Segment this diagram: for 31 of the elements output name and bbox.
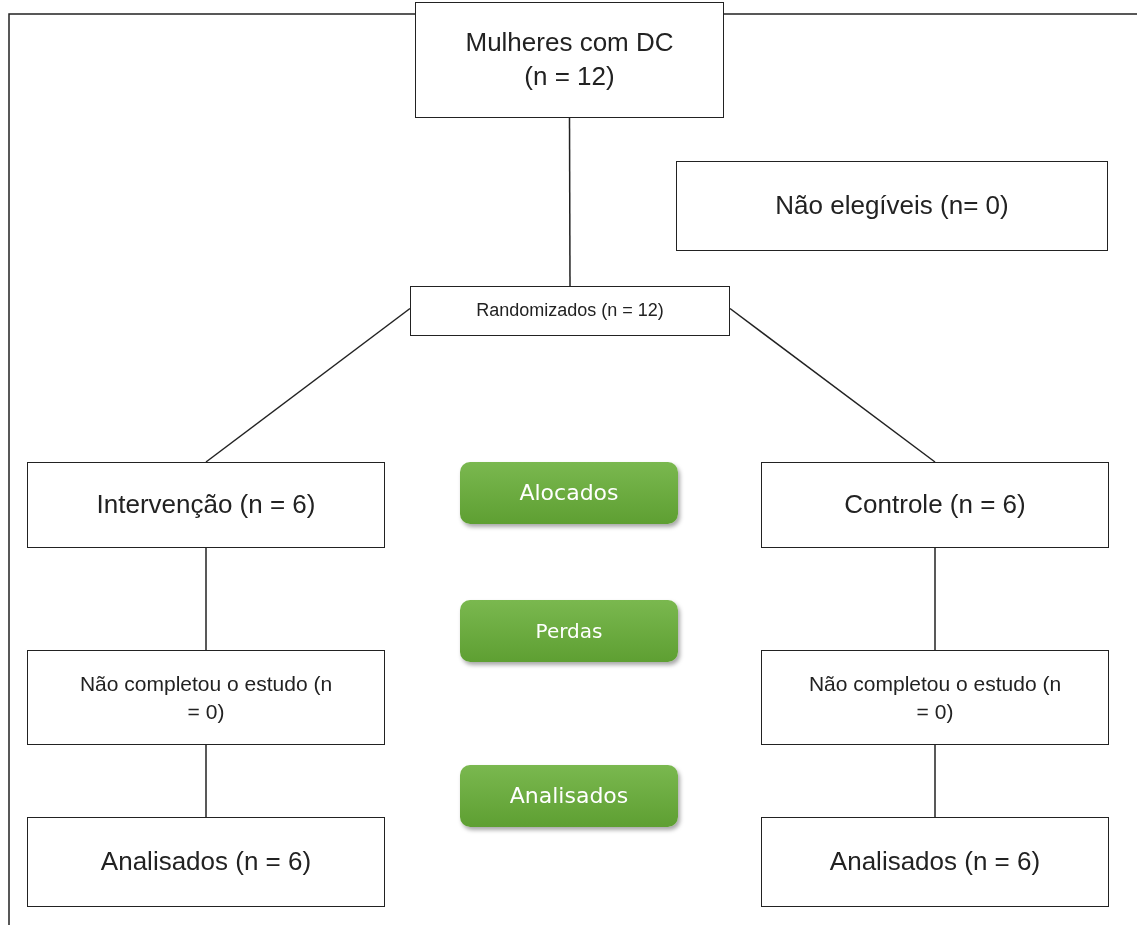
box-text: Alocados: [518, 478, 620, 507]
process-box: [27, 817, 385, 907]
process-box: [761, 817, 1109, 907]
connector-line: [568, 117, 571, 287]
box-text: Intervenção (n = 6): [95, 488, 317, 522]
process-box: [410, 286, 730, 336]
process-box: [676, 161, 1108, 251]
connector-line: [934, 744, 936, 818]
process-box: [27, 462, 385, 548]
box-text: Randomizados (n = 12): [475, 299, 665, 323]
box-text: Não completou o estudo (n = 0): [807, 671, 1063, 725]
stage-label-box: [460, 600, 678, 662]
connector-line: [205, 547, 207, 651]
box-text: Analisados: [508, 781, 630, 810]
connector-line: [205, 307, 411, 463]
connector-line: [729, 307, 936, 463]
stage-label-box: [460, 462, 678, 524]
box-text: Não elegíveis (n= 0): [774, 189, 1010, 223]
process-box: [761, 462, 1109, 548]
process-box: [27, 650, 385, 745]
box-text: Analisados (n = 6): [99, 845, 313, 879]
box-text: Perdas: [534, 618, 604, 644]
stage-label-box: [460, 765, 678, 827]
process-box: [415, 2, 724, 118]
connector-line: [205, 744, 207, 818]
connector-line: [934, 547, 936, 651]
process-box: [761, 650, 1109, 745]
box-text: Analisados (n = 6): [828, 845, 1042, 879]
box-text: Mulheres com DC (n = 12): [464, 26, 675, 93]
box-text: Não completou o estudo (n = 0): [78, 671, 334, 725]
box-text: Controle (n = 6): [843, 488, 1027, 522]
